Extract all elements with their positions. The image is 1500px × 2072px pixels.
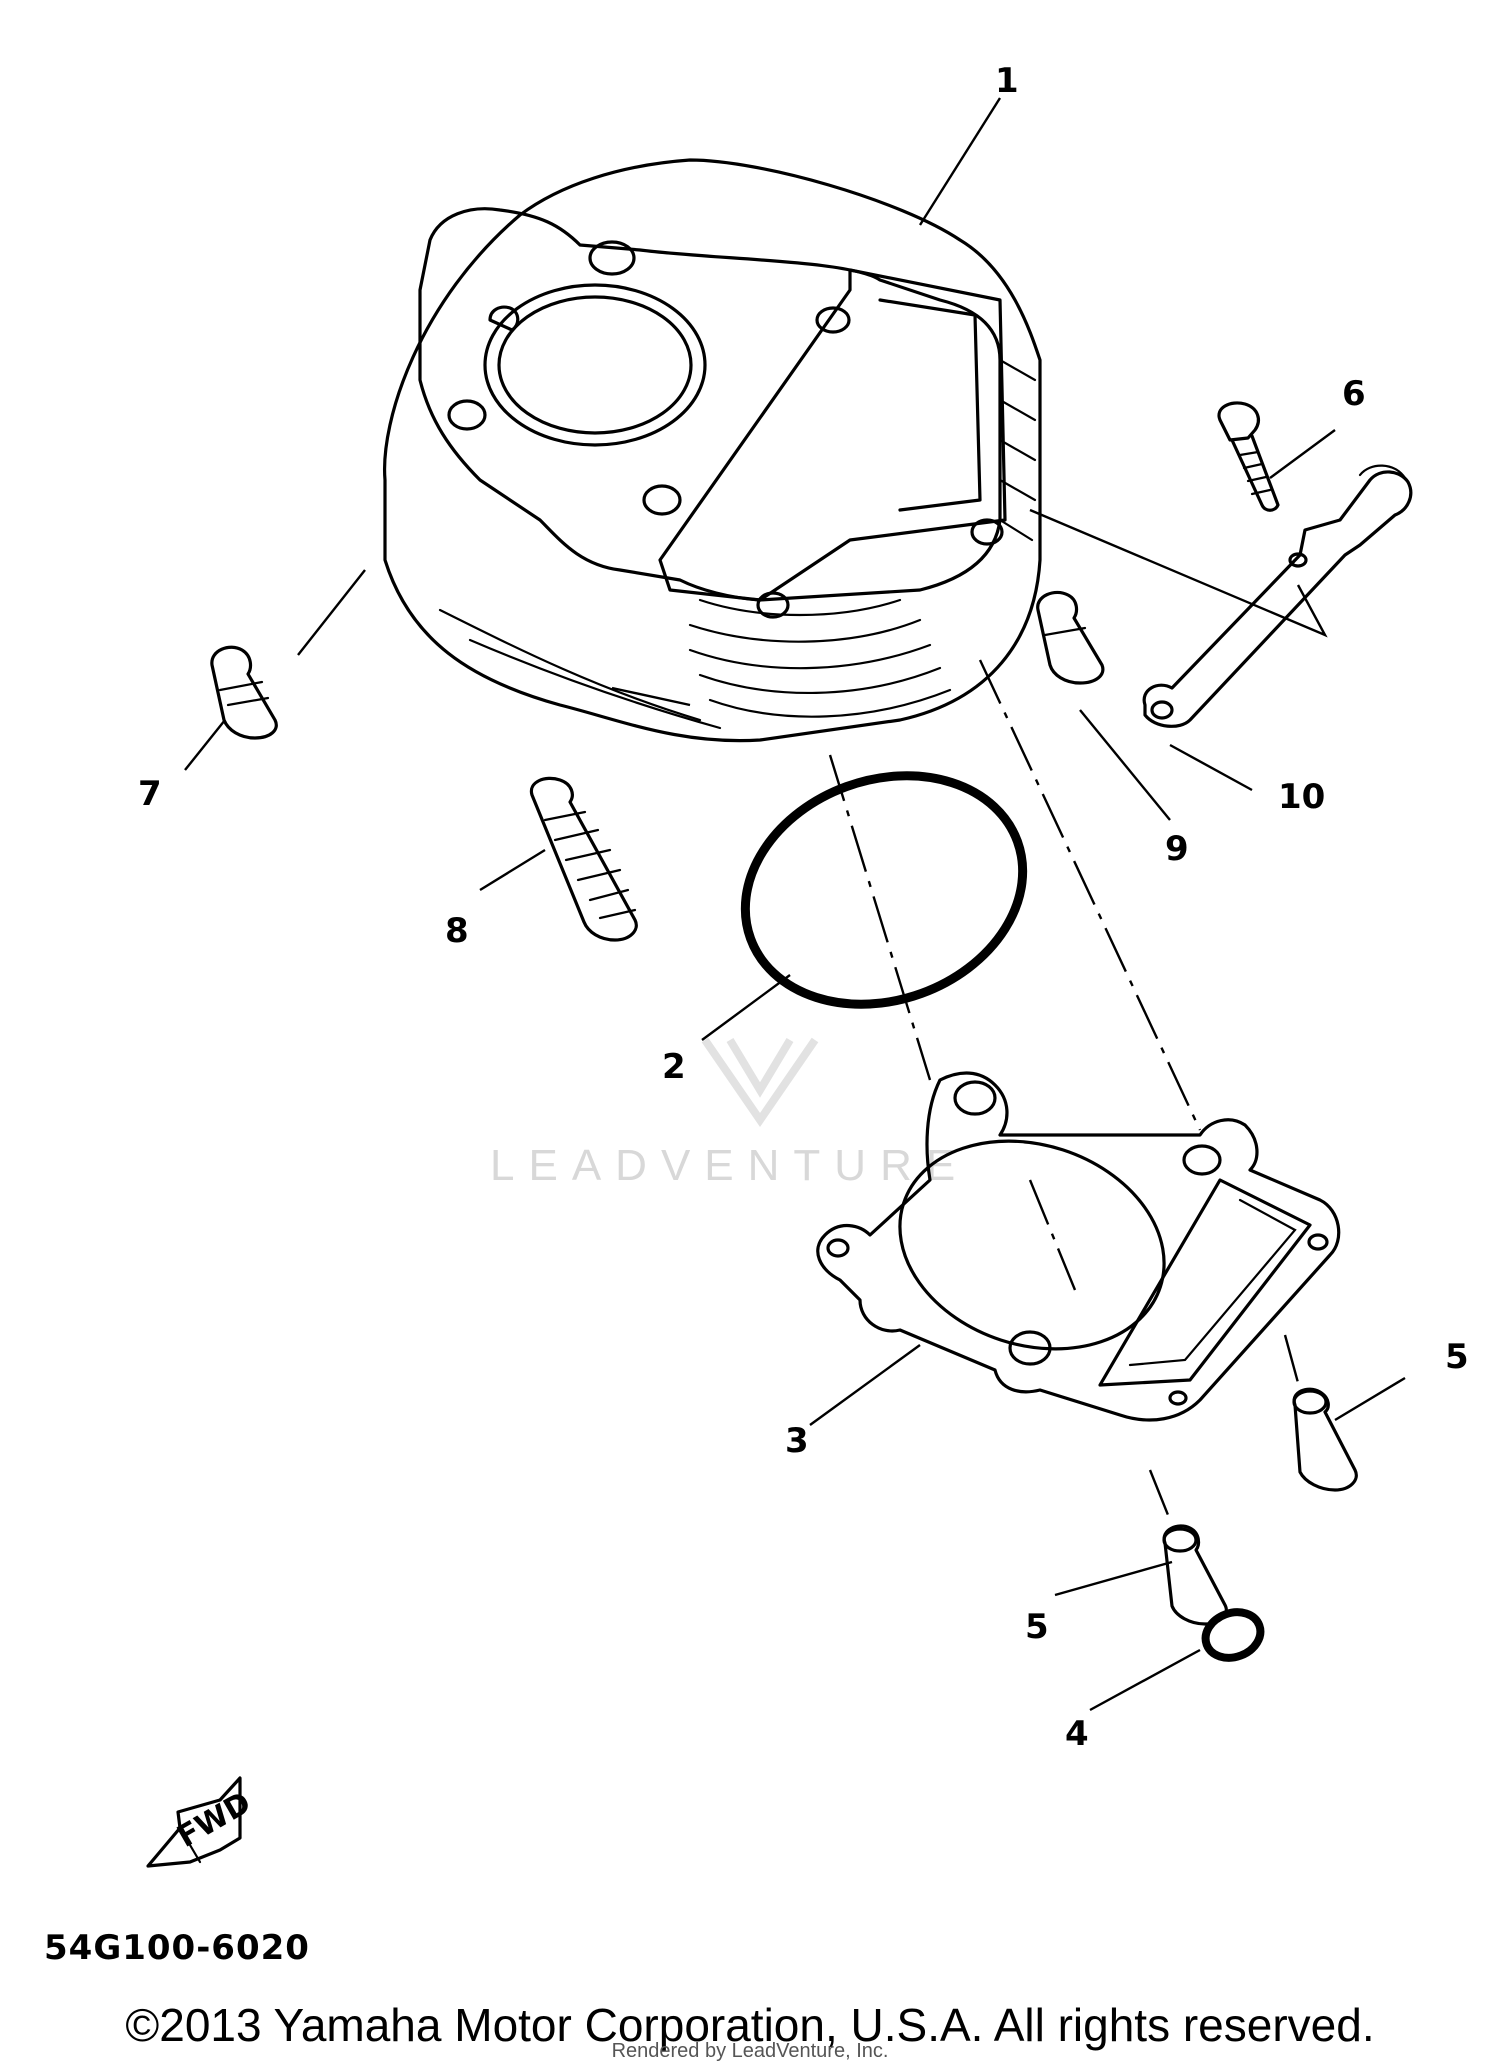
part-7-plug <box>210 645 278 740</box>
label-part-4: 4 <box>1065 1714 1089 1754</box>
watermark-text: LEADVENTURE <box>490 1141 969 1190</box>
fwd-label: FWD <box>171 1785 256 1855</box>
label-part-3: 3 <box>785 1421 809 1461</box>
part-4-small-o-ring <box>1201 1608 1265 1662</box>
leadventure-watermark: LEADVENTURE <box>490 1037 969 1190</box>
copyright-notice: ©2013 Yamaha Motor Corporation, U.S.A. A… <box>125 1999 1375 2051</box>
part-1-cylinder <box>382 158 1042 743</box>
part-5-dowel-pin-right <box>1292 1387 1358 1492</box>
label-part-8: 8 <box>445 911 469 951</box>
label-part-2: 2 <box>662 1047 686 1087</box>
part-3-gasket <box>816 1071 1341 1422</box>
part-6-bolt <box>1217 401 1280 512</box>
label-part-9: 9 <box>1165 829 1189 869</box>
label-part-5-lower: 5 <box>1025 1607 1049 1647</box>
label-part-5-right: 5 <box>1445 1337 1469 1377</box>
part-9-plug <box>1036 590 1105 685</box>
part-2-o-ring <box>740 771 1028 1009</box>
part-labels: 1 2 3 4 5 5 6 7 8 9 10 <box>138 61 1469 1754</box>
rendered-by-note: Rendered by LeadVenture, Inc. <box>611 2040 889 2062</box>
label-part-10: 10 <box>1278 777 1325 817</box>
part-10-bracket <box>1142 464 1413 728</box>
part-5-dowel-pin-lower <box>1162 1524 1228 1626</box>
label-part-7: 7 <box>138 774 162 814</box>
leader-lines <box>184 97 1406 1712</box>
label-part-6: 6 <box>1342 374 1366 414</box>
label-part-1: 1 <box>995 61 1019 101</box>
drawing-code: 54G100-6020 <box>44 1928 310 1968</box>
fwd-arrow-icon: FWD <box>146 1776 257 1868</box>
part-8-stud-bolt <box>529 776 638 942</box>
